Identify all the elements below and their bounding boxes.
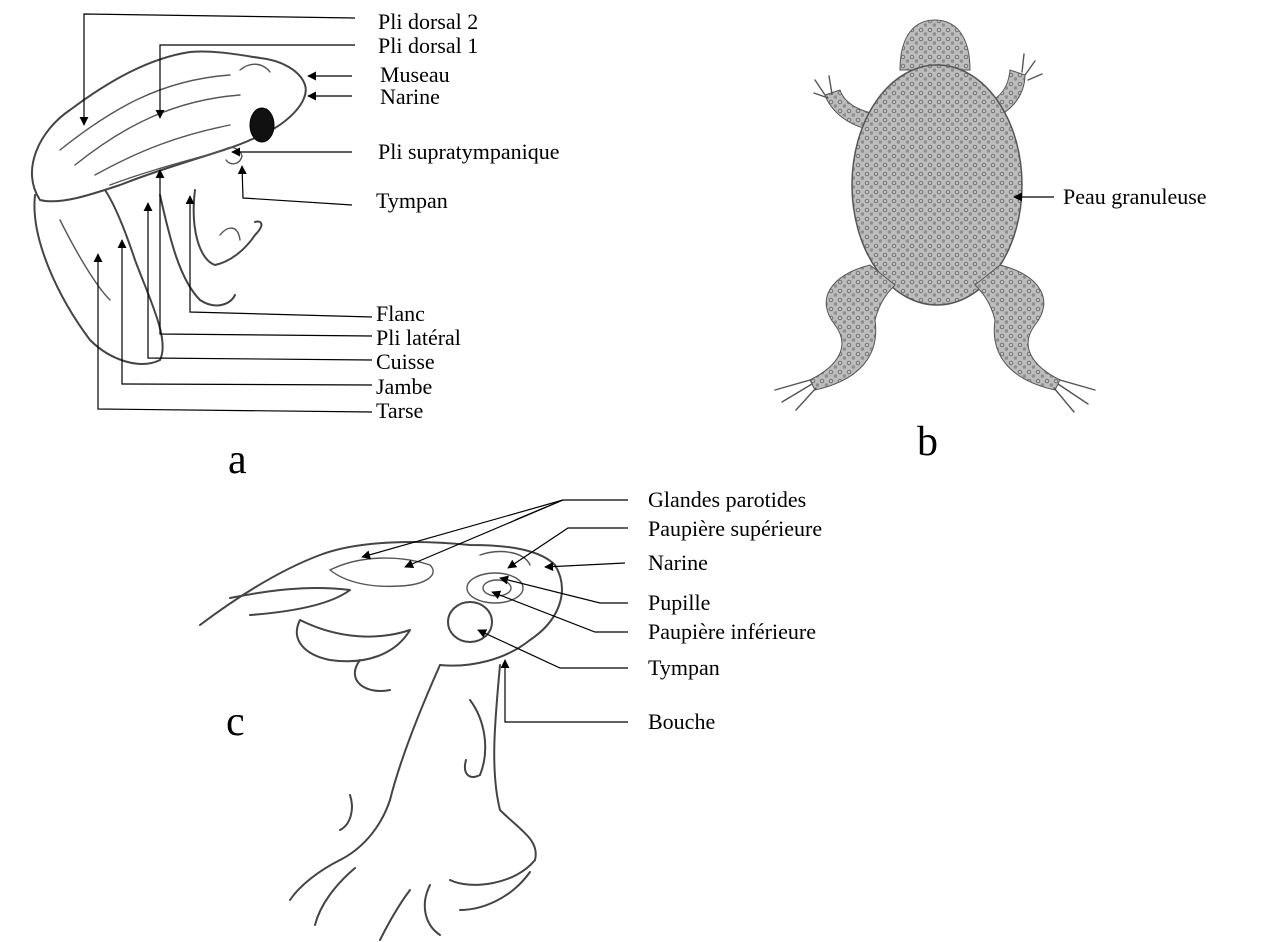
leader-paupiere-inferieure [492, 592, 628, 632]
panel-c: Glandes parotides Paupière supérieure Na… [200, 487, 822, 940]
leader-tarse [98, 254, 372, 412]
label-pupille: Pupille [648, 590, 710, 615]
label-paupiere-inferieure: Paupière inférieure [648, 619, 816, 644]
label-peau-granuleuse: Peau granuleuse [1063, 184, 1207, 209]
leader-bouche [505, 660, 628, 722]
label-flanc: Flanc [376, 301, 425, 326]
panel-letter-a: a [228, 437, 247, 483]
panel-letter-c: c [226, 699, 245, 745]
label-tympan-a: Tympan [376, 188, 448, 213]
label-jambe: Jambe [376, 374, 432, 399]
label-pli-dorsal-1: Pli dorsal 1 [378, 33, 478, 58]
leader-tympan-c [478, 630, 628, 668]
panel-b: Peau granuleuse b [775, 20, 1207, 465]
panel-letter-b: b [917, 419, 938, 465]
leader-pupille [500, 578, 628, 603]
label-pli-dorsal-2: Pli dorsal 2 [378, 9, 478, 34]
label-cuisse: Cuisse [376, 349, 435, 374]
leader-glandes-parotides-3 [515, 500, 563, 520]
toad-dorsal-drawing [775, 20, 1095, 412]
leader-tympan-a [242, 166, 352, 205]
label-glandes-parotides: Glandes parotides [648, 487, 806, 512]
leader-cuisse [148, 203, 372, 360]
label-bouche: Bouche [648, 709, 715, 734]
leader-paupiere-superieure [508, 528, 628, 568]
leader-glandes-parotides-1 [362, 500, 563, 557]
frog-lateral-drawing [32, 52, 306, 364]
leader-narine-c [545, 563, 625, 567]
leader-pli-dorsal-2 [84, 14, 355, 125]
label-narine-c: Narine [648, 550, 708, 575]
label-pli-lateral: Pli latéral [376, 325, 461, 350]
frog-head-outline-drawing [200, 542, 562, 940]
panel-a: Pli dorsal 2 Pli dorsal 1 Museau Narine … [32, 9, 560, 483]
leader-flanc [190, 196, 372, 317]
label-narine-a: Narine [380, 84, 440, 109]
label-paupiere-superieure: Paupière supérieure [648, 516, 822, 541]
leader-pli-lateral [160, 170, 372, 336]
label-tarse: Tarse [376, 398, 423, 423]
label-tympan-c: Tympan [648, 655, 720, 680]
label-pli-supratympanique: Pli supratympanique [378, 139, 559, 164]
